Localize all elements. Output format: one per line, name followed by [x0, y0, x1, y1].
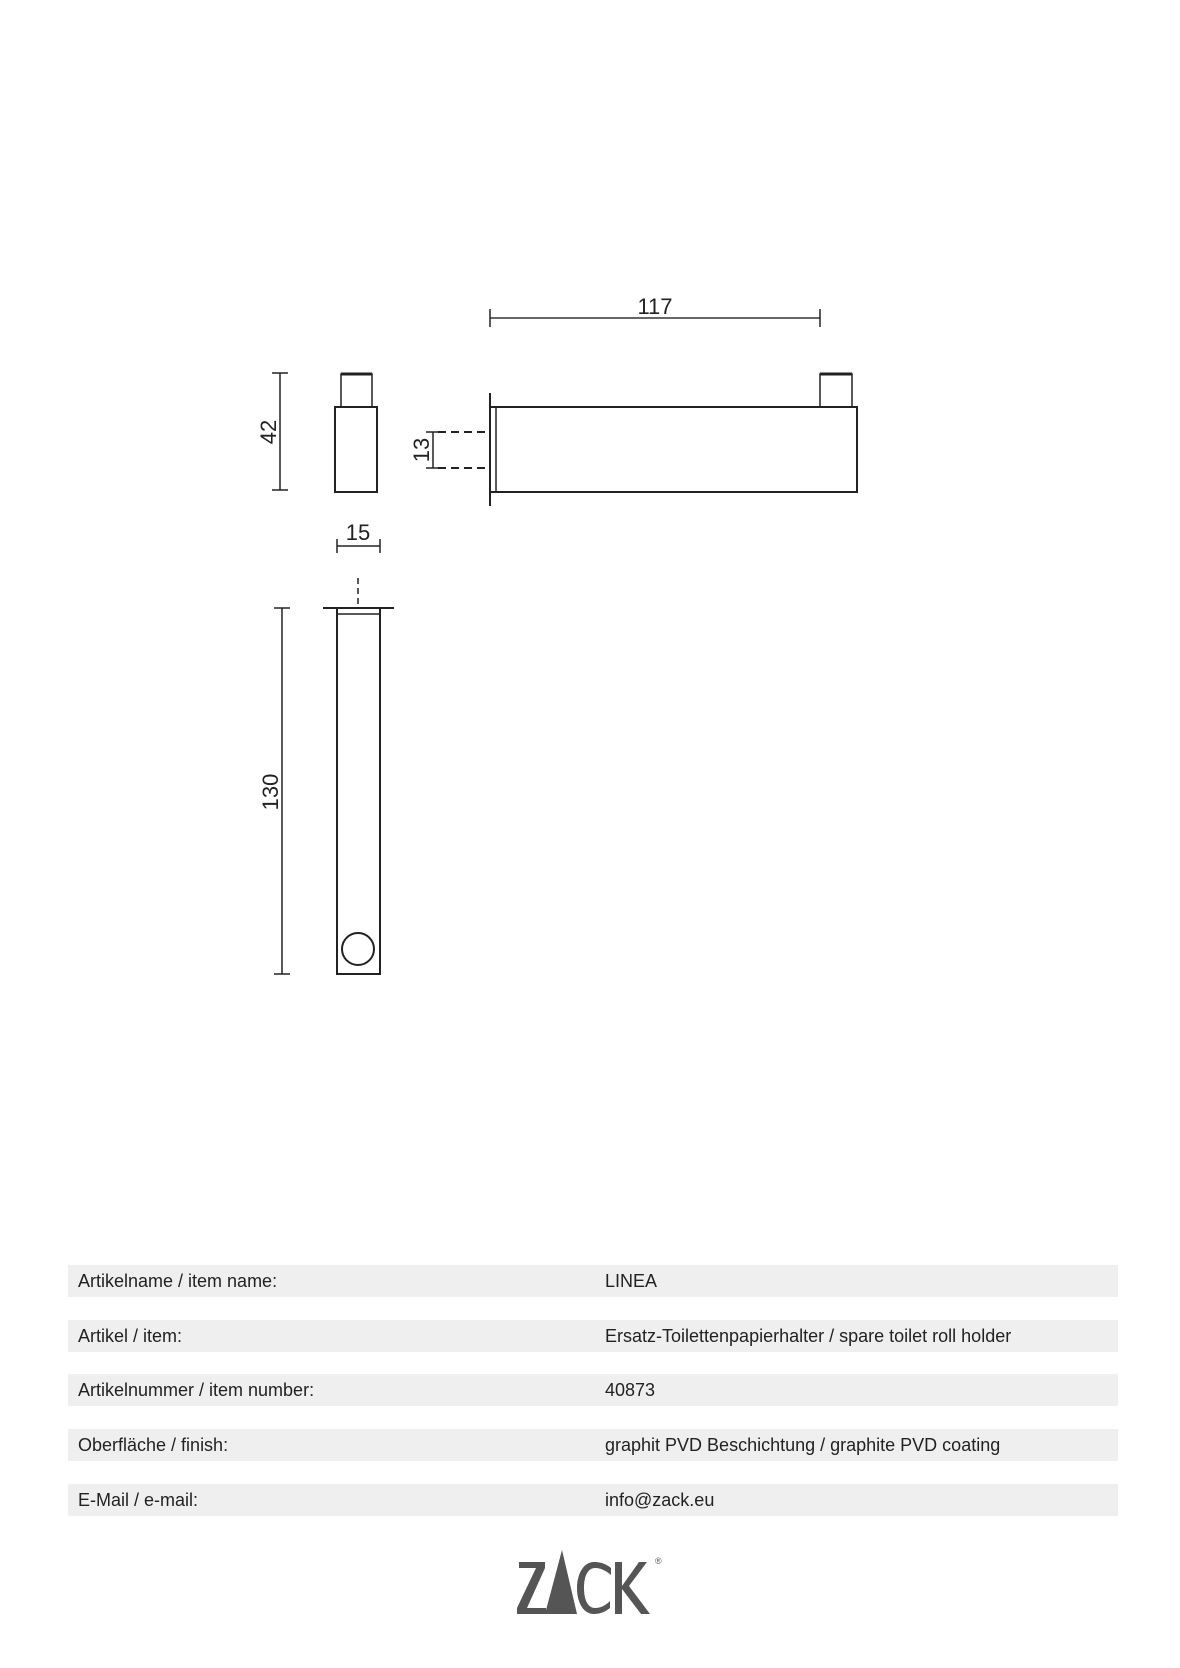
- front-view: [438, 372, 858, 506]
- technical-drawing: 117 42 13 15 130: [256, 294, 858, 975]
- width-dimension-label: 15: [346, 520, 370, 545]
- spec-row-email: E-Mail / e-mail: info@zack.eu: [68, 1484, 1118, 1516]
- spec-row-item-number: Artikelnummer / item number: 40873: [68, 1374, 1118, 1406]
- side-view: [334, 372, 378, 493]
- height-dimension-line: [272, 372, 288, 491]
- gap-dimension-label: 13: [409, 438, 434, 462]
- height-dimension-label: 42: [256, 420, 281, 444]
- length-dimension-line: [489, 309, 821, 327]
- spec-value: info@zack.eu: [605, 1490, 715, 1510]
- top-view: [323, 578, 394, 975]
- spec-label: Artikelnummer / item number:: [78, 1380, 315, 1400]
- width-dimension-line: [336, 539, 381, 553]
- length-dimension-label: 117: [637, 294, 672, 319]
- spec-row-item: Artikel / item: Ersatz-Toilettenpapierha…: [68, 1320, 1118, 1352]
- svg-text:®: ®: [655, 1556, 662, 1566]
- spec-value: 40873: [605, 1380, 656, 1400]
- depth-dimension-line: [274, 607, 290, 975]
- spec-label: Artikel / item:: [78, 1326, 183, 1346]
- spec-row-item-name: Artikelname / item name: LINEA: [68, 1265, 1118, 1297]
- spec-label: Oberfläche / finish:: [78, 1435, 229, 1455]
- spec-row-finish: Oberfläche / finish: graphit PVD Beschic…: [68, 1429, 1118, 1461]
- spec-value: LINEA: [605, 1271, 658, 1291]
- spec-label: E-Mail / e-mail:: [78, 1490, 199, 1510]
- gap-dimension-line: [426, 431, 440, 469]
- spec-value: Ersatz-Toilettenpapierhalter / spare toi…: [605, 1326, 1012, 1346]
- spec-value: graphit PVD Beschichtung / graphite PVD …: [605, 1435, 1001, 1455]
- depth-dimension-label: 130: [258, 774, 283, 811]
- spec-label: Artikelname / item name:: [78, 1271, 278, 1291]
- zack-logo: ®: [517, 1550, 662, 1614]
